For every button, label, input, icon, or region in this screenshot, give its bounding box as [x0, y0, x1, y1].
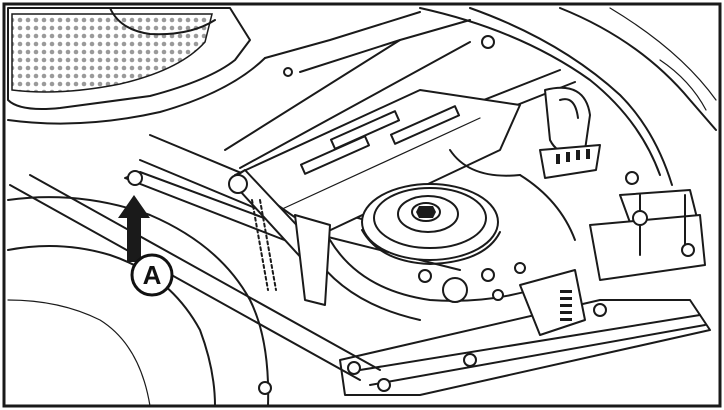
lower-crossbar	[339, 269, 711, 396]
callout-circle	[130, 253, 174, 297]
pivot-assembly	[589, 171, 706, 281]
seat-pan	[7, 7, 266, 125]
callout-label: A	[143, 260, 162, 290]
bolts	[258, 35, 607, 395]
fender	[419, 7, 717, 186]
lift-linkage	[539, 86, 601, 179]
lift-lever	[124, 169, 331, 306]
callout-a: A	[130, 253, 174, 297]
up-arrow-icon	[118, 195, 150, 262]
pulley	[361, 183, 501, 265]
